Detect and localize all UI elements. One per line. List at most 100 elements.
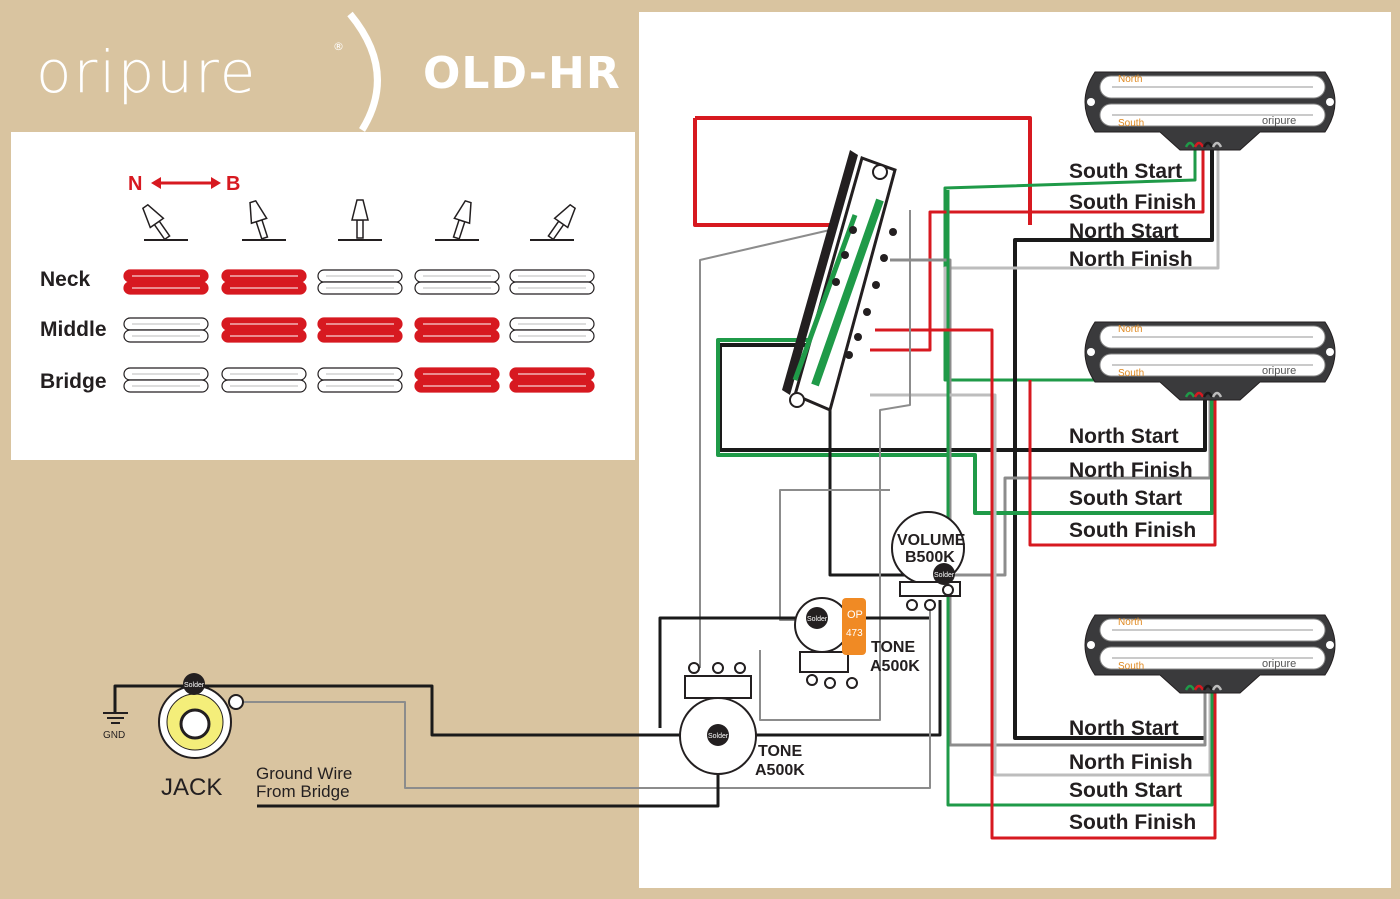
- coil-indicator: [317, 367, 403, 393]
- gnd-label: GND: [103, 730, 125, 741]
- coil-indicator: [123, 269, 209, 295]
- model-title: OLD-HR: [423, 48, 621, 99]
- solder-point-tone2: [707, 724, 729, 746]
- lead-label: North Finish: [1069, 459, 1193, 482]
- lead-label: North Start: [1069, 425, 1179, 448]
- pickup-south-label: South: [1118, 661, 1144, 672]
- pickup-logo: oripure: [1262, 658, 1296, 670]
- lead-label: South Finish: [1069, 519, 1196, 542]
- wire-gray-switch-tone1: [759, 210, 911, 721]
- switch-lever-icon: [242, 199, 286, 241]
- switch-position-legend: N B Neck Middle Bridge: [11, 132, 635, 460]
- row-label-middle: Middle: [40, 318, 107, 341]
- ground-wire-source: From Bridge: [256, 782, 350, 801]
- wire-red-middle: [1028, 380, 1217, 547]
- bridge-direction-label: B: [226, 173, 240, 195]
- coil-indicator: [414, 317, 500, 343]
- capacitor: [842, 598, 866, 655]
- tone2-label: TONE: [758, 743, 802, 760]
- coil-indicator: [317, 317, 403, 343]
- wire-gray-neck: [943, 145, 1220, 330]
- coil-indicator: [509, 269, 595, 295]
- pickup-north-label: North: [1118, 324, 1142, 335]
- pickup-logo: oripure: [1262, 115, 1296, 127]
- wire-black-switch-volume: [828, 400, 935, 577]
- coil-indicator: [317, 269, 403, 295]
- lead-label: North Finish: [1069, 248, 1193, 271]
- lead-label: North Start: [1069, 220, 1179, 243]
- pickup-north-label: North: [1118, 617, 1142, 628]
- wire-gray-tone-link: [779, 489, 890, 621]
- switch-lever-icon: [435, 199, 479, 241]
- solder-label-jack: Solder: [184, 682, 205, 689]
- coil-indicator: [414, 269, 500, 295]
- tone1-value: A500K: [870, 658, 920, 675]
- coil-indicator: [509, 317, 595, 343]
- coil-indicator: [123, 317, 209, 343]
- volume-value: B500K: [905, 549, 955, 566]
- pickup-south-label: South: [1118, 368, 1144, 379]
- pickup-south-label: South: [1118, 118, 1144, 129]
- wire-gray-hot: [235, 600, 931, 789]
- wire-green-bridge: [946, 190, 1214, 807]
- lead-label: South Finish: [1069, 811, 1196, 834]
- wire-gray-switch-tone2: [699, 229, 831, 668]
- switch-lever-icon: [141, 203, 188, 241]
- tone1-label: TONE: [871, 639, 915, 656]
- tone-pot-2: Solder TONE A500K: [679, 662, 805, 779]
- wire-red-top-outer: [695, 116, 1032, 225]
- lead-label: South Start: [1069, 487, 1182, 510]
- wire-gray-bridge: [890, 258, 1207, 747]
- legend-svg: N B Neck Middle Bridge: [40, 173, 595, 393]
- row-label-neck: Neck: [40, 268, 91, 291]
- registered-mark: ®: [333, 40, 344, 53]
- tone2-value: A500K: [755, 762, 805, 779]
- solder-label-volume: Solder: [934, 572, 955, 579]
- five-way-switch: [782, 150, 897, 413]
- wire-black-ground: [113, 600, 942, 737]
- wire-red-top-left: [693, 118, 830, 227]
- solder-label-tone2: Solder: [708, 733, 729, 740]
- row-label-bridge: Bridge: [40, 370, 107, 393]
- coil-indicator: [221, 367, 307, 393]
- pickup-north-label: North: [1118, 74, 1142, 85]
- wire-green-middle: [716, 338, 1214, 515]
- wire-red-bridge: [875, 328, 1217, 840]
- lead-label: North Start: [1069, 717, 1179, 740]
- wire-lightgray-bridge: [870, 393, 1212, 777]
- solder-point-jack: [183, 673, 205, 695]
- capacitor-value: 473: [846, 628, 863, 639]
- tone-pot-1: Solder OP 473 TONE A500K: [794, 597, 920, 689]
- neck-direction-label: N: [128, 173, 142, 195]
- wire-black-neck: [1013, 145, 1214, 740]
- solder-point-tone1: [806, 607, 828, 629]
- lead-label: South Start: [1069, 160, 1182, 183]
- volume-label: VOLUME: [897, 532, 966, 549]
- coil-indicator: [414, 367, 500, 393]
- ground-icon: GND: [103, 712, 128, 741]
- coil-indicator: [221, 317, 307, 343]
- ground-wire-label: Ground Wire: [256, 764, 352, 783]
- coil-indicator: [509, 367, 595, 393]
- volume-pot: Solder VOLUME B500K: [891, 511, 966, 611]
- lead-label: South Finish: [1069, 191, 1196, 214]
- coil-indicator: [221, 269, 307, 295]
- switch-lever-icon: [338, 199, 382, 241]
- coil-indicator: [123, 367, 209, 393]
- brand-logo: oripure: [36, 38, 258, 106]
- wire-bridge-ground: [257, 765, 720, 808]
- direction-arrow-icon: [151, 177, 221, 189]
- output-jack: Solder JACK: [158, 673, 244, 801]
- pickup-logo: oripure: [1262, 365, 1296, 377]
- capacitor-brand: OP: [847, 609, 863, 621]
- solder-point-volume: [933, 563, 955, 585]
- solder-label-tone1: Solder: [807, 616, 828, 623]
- jack-label: JACK: [161, 774, 222, 801]
- lead-label: North Finish: [1069, 751, 1193, 774]
- switch-lever-icon: [530, 203, 577, 241]
